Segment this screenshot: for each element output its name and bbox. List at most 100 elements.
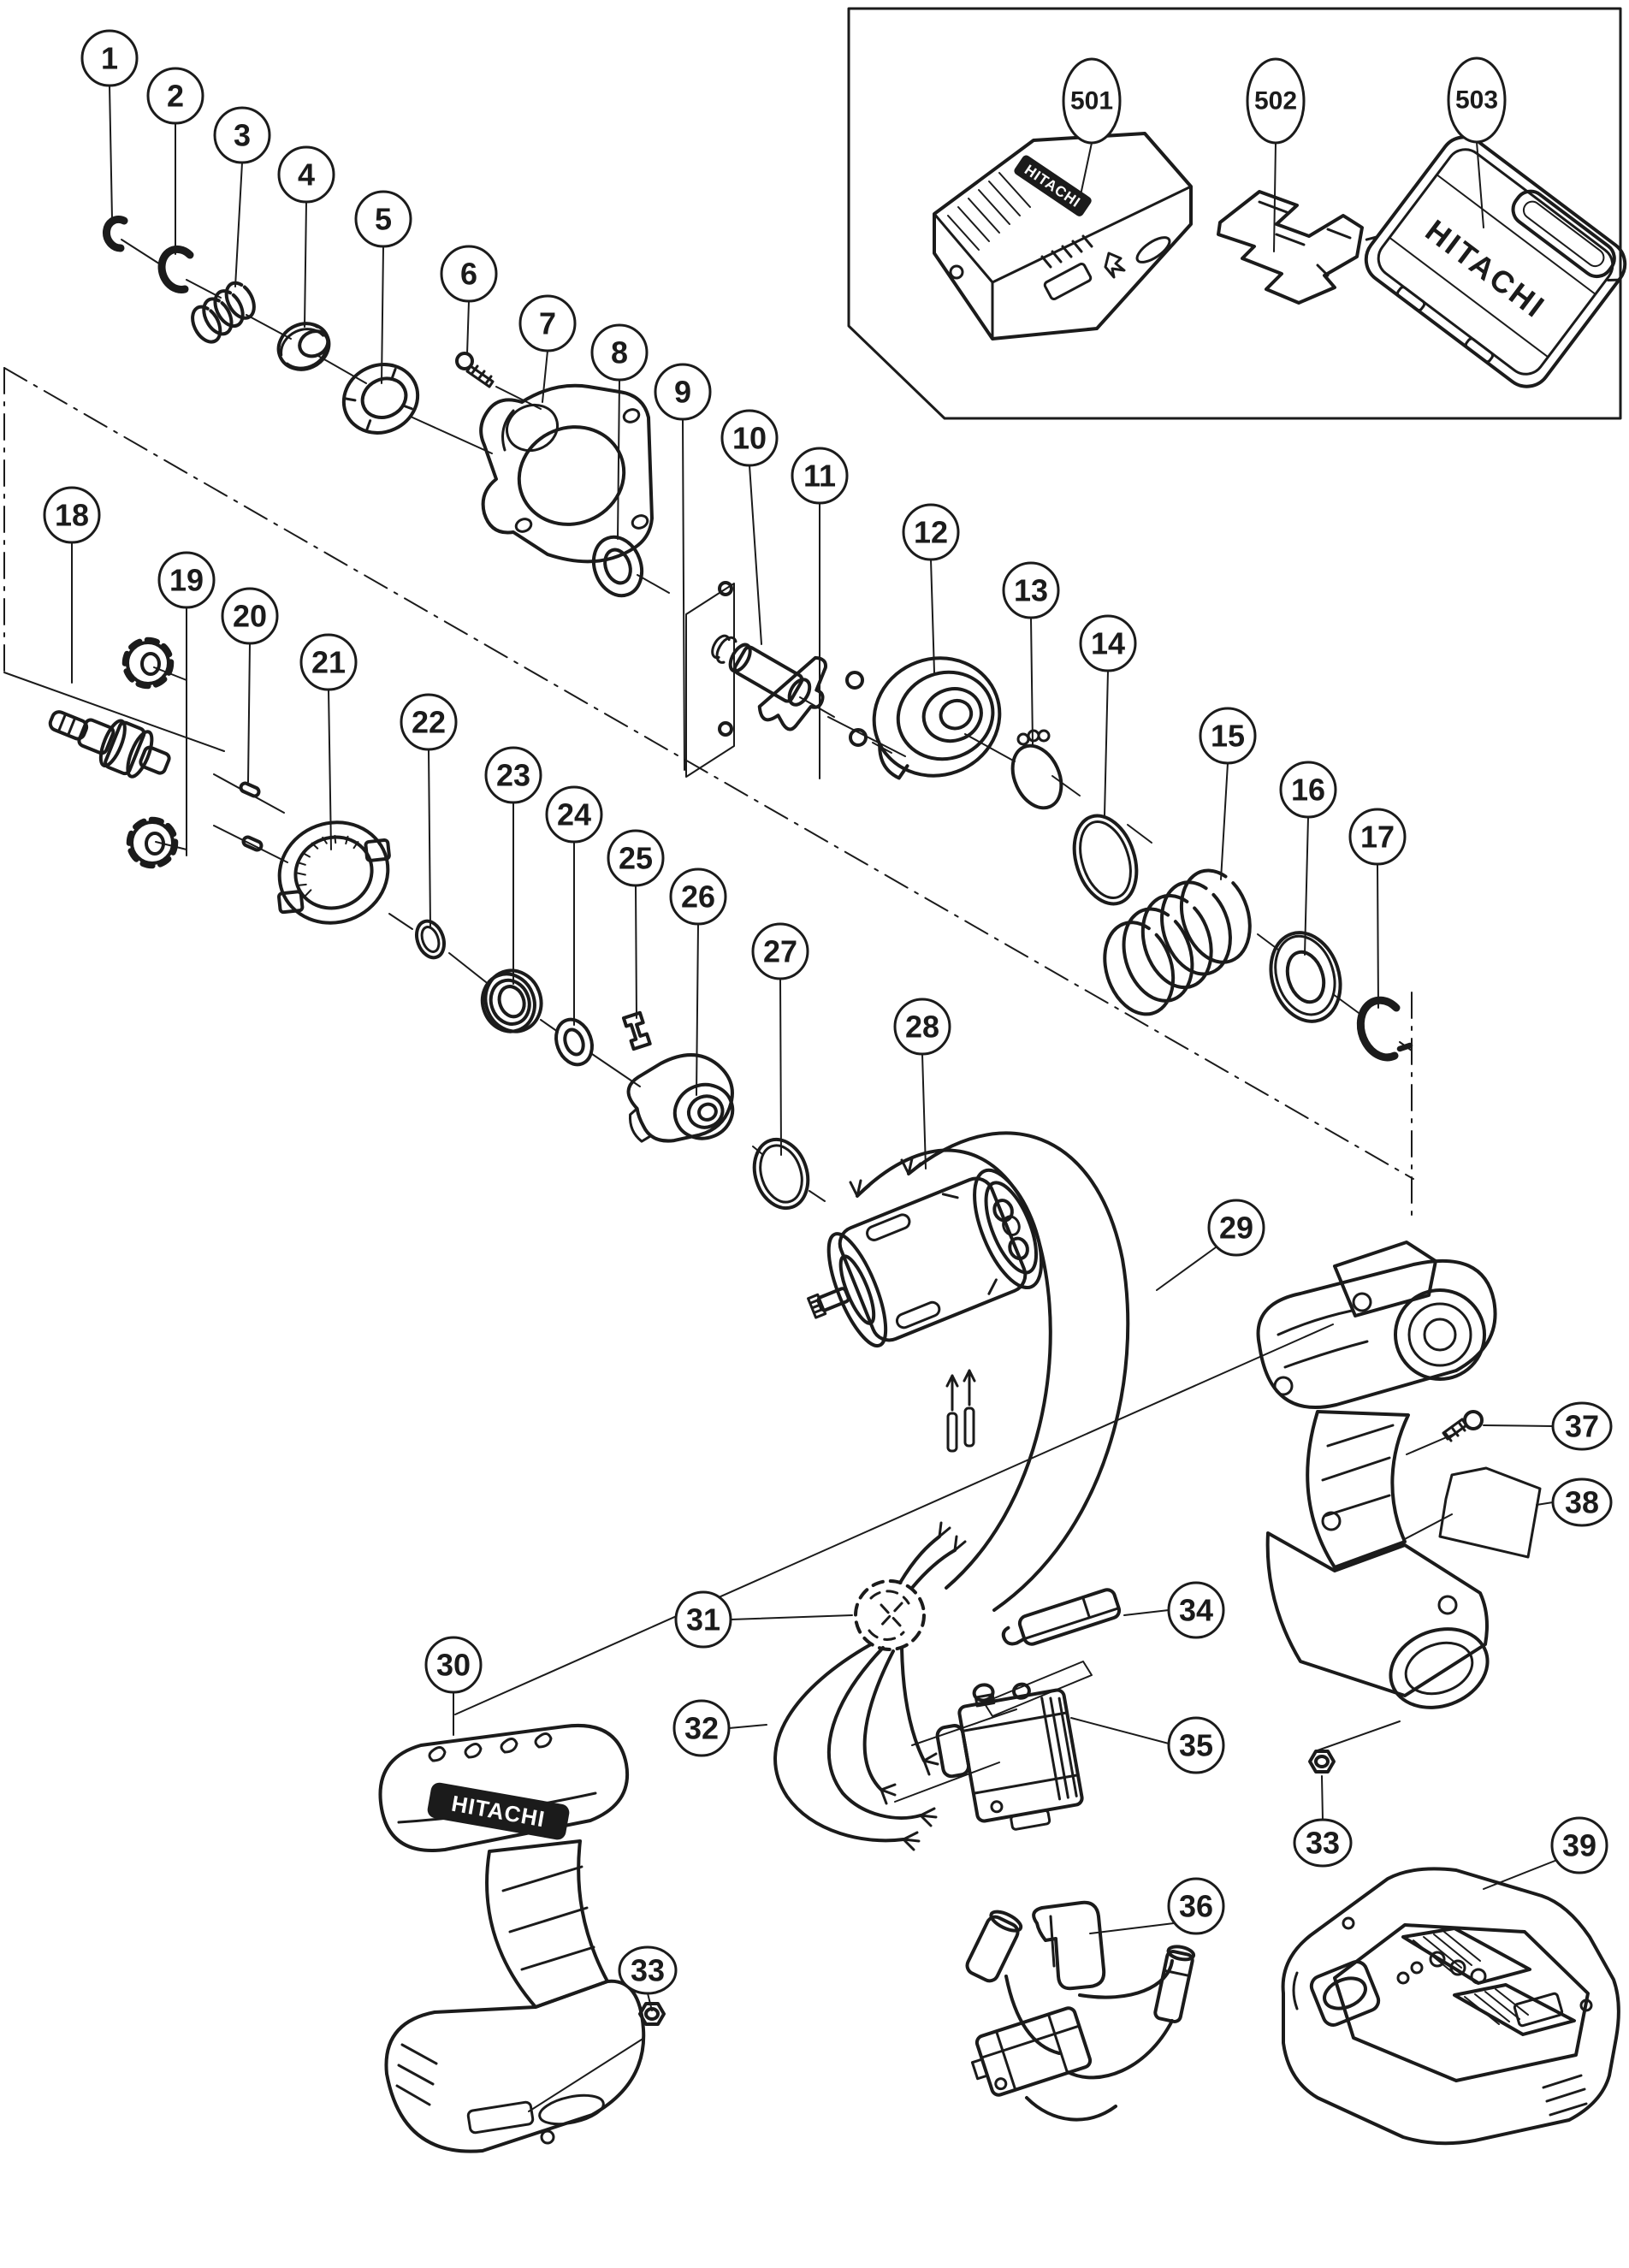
svg-text:5: 5 [375, 202, 392, 237]
leader-33 [1321, 1775, 1324, 1821]
part-31-grommet [854, 1521, 967, 1651]
inset-box [847, 7, 1622, 420]
leader-39 [1483, 1859, 1558, 1890]
leader-29 [1156, 1247, 1217, 1291]
part-2-c-washer [157, 245, 194, 293]
svg-text:19: 19 [169, 563, 204, 598]
construction-lines [3, 239, 1414, 1715]
svg-text:28: 28 [905, 1010, 939, 1045]
leader-3 [234, 162, 243, 287]
balloon-33: 33 [618, 1945, 678, 1995]
leader-10 [749, 465, 762, 645]
balloon-16: 16 [1279, 761, 1337, 819]
part-27-o-ring2 [752, 1137, 810, 1211]
part-18-gear-shaft [48, 710, 171, 779]
svg-text:25: 25 [619, 841, 653, 876]
balloon-29: 29 [1207, 1199, 1265, 1257]
leader-14 [1104, 670, 1109, 816]
balloon-30: 30 [424, 1636, 483, 1694]
leader-26 [696, 923, 699, 1096]
part-1-snap-ring [103, 215, 128, 252]
balloon-2: 2 [146, 67, 204, 125]
balloon-12: 12 [902, 503, 960, 561]
leader-1 [109, 85, 113, 220]
svg-text:21: 21 [311, 645, 346, 680]
balloon-22: 22 [400, 693, 458, 751]
svg-text:27: 27 [763, 934, 797, 969]
balloon-37: 37 [1551, 1401, 1613, 1451]
leader-34 [1123, 1609, 1170, 1616]
leader-7 [542, 350, 548, 403]
part-29-housing-right [1256, 1241, 1497, 1709]
leader-502 [1273, 142, 1277, 252]
case-logo: HITACHI [1419, 213, 1553, 326]
balloons-layer: 1234567891011121314151617181920212223242… [43, 29, 1613, 1995]
leader-32 [728, 1724, 767, 1729]
part-15-hammer-spring [1103, 868, 1252, 1016]
balloon-501: 501 [1062, 57, 1122, 145]
leader-15 [1220, 762, 1229, 880]
leader-37 [1406, 1433, 1455, 1455]
leader-17 [1377, 863, 1379, 1009]
part-22-o-ring-small [415, 919, 446, 960]
switch-plate [983, 1661, 1093, 1717]
axis-row2 [213, 773, 826, 1202]
balloon-9: 9 [654, 363, 712, 421]
balloon-35: 35 [1167, 1716, 1225, 1774]
balloon-25: 25 [607, 829, 665, 887]
balloon-28: 28 [893, 998, 951, 1056]
leader-5 [381, 246, 384, 384]
svg-text:3: 3 [234, 118, 251, 153]
part-34-push-button [1001, 1588, 1122, 1646]
part-14-o-ring [1072, 814, 1139, 906]
balloon-502: 502 [1246, 57, 1306, 145]
leader-33 [1317, 1720, 1401, 1751]
balloon-26: 26 [669, 868, 727, 926]
svg-text:34: 34 [1179, 1593, 1213, 1628]
svg-text:1: 1 [101, 41, 118, 76]
part-37-screw [1442, 1410, 1484, 1442]
part-8-washer [591, 535, 644, 598]
svg-text:15: 15 [1211, 719, 1245, 754]
balloon-38: 38 [1551, 1477, 1613, 1527]
part-21-ring-gear [277, 820, 391, 925]
leader-28 [921, 1053, 927, 1170]
leader-501 [1080, 142, 1093, 196]
balloon-18: 18 [43, 486, 101, 544]
part-35-switch [935, 1682, 1084, 1831]
svg-text:8: 8 [611, 335, 628, 370]
svg-text:14: 14 [1091, 626, 1125, 661]
part-502-hook [1217, 190, 1364, 305]
svg-text:13: 13 [1014, 573, 1048, 608]
svg-text:35: 35 [1179, 1728, 1213, 1763]
part-11-steel-balls [827, 671, 906, 757]
balloon-1: 1 [80, 29, 139, 87]
balloon-5: 5 [354, 190, 412, 248]
svg-text:502: 502 [1254, 87, 1297, 115]
part-19-planet-gears [121, 637, 179, 869]
part-16-spring-washer [1269, 931, 1342, 1023]
svg-text:7: 7 [539, 306, 556, 341]
leader-4 [304, 201, 307, 328]
leader-19 [153, 666, 187, 681]
part-7-hammer-case [479, 383, 654, 564]
leader-13 [1030, 617, 1034, 745]
leader-36 [1089, 1922, 1175, 1934]
svg-text:4: 4 [298, 157, 315, 192]
balloon-27: 27 [751, 922, 809, 980]
leader-16 [1304, 816, 1309, 956]
svg-text:501: 501 [1070, 87, 1113, 115]
charger-label: HITACHI [1022, 162, 1084, 211]
balloon-33: 33 [1293, 1818, 1353, 1868]
part-501-charger: HITACHI [933, 132, 1193, 340]
balloon-4: 4 [277, 145, 335, 204]
svg-text:6: 6 [460, 257, 477, 292]
leader-27 [779, 978, 782, 1156]
balloon-31: 31 [674, 1590, 732, 1649]
balloon-15: 15 [1199, 707, 1257, 765]
svg-text:37: 37 [1565, 1409, 1599, 1444]
svg-text:31: 31 [686, 1602, 720, 1637]
svg-text:22: 22 [412, 705, 446, 740]
part-26-gear-cover [626, 1053, 735, 1143]
